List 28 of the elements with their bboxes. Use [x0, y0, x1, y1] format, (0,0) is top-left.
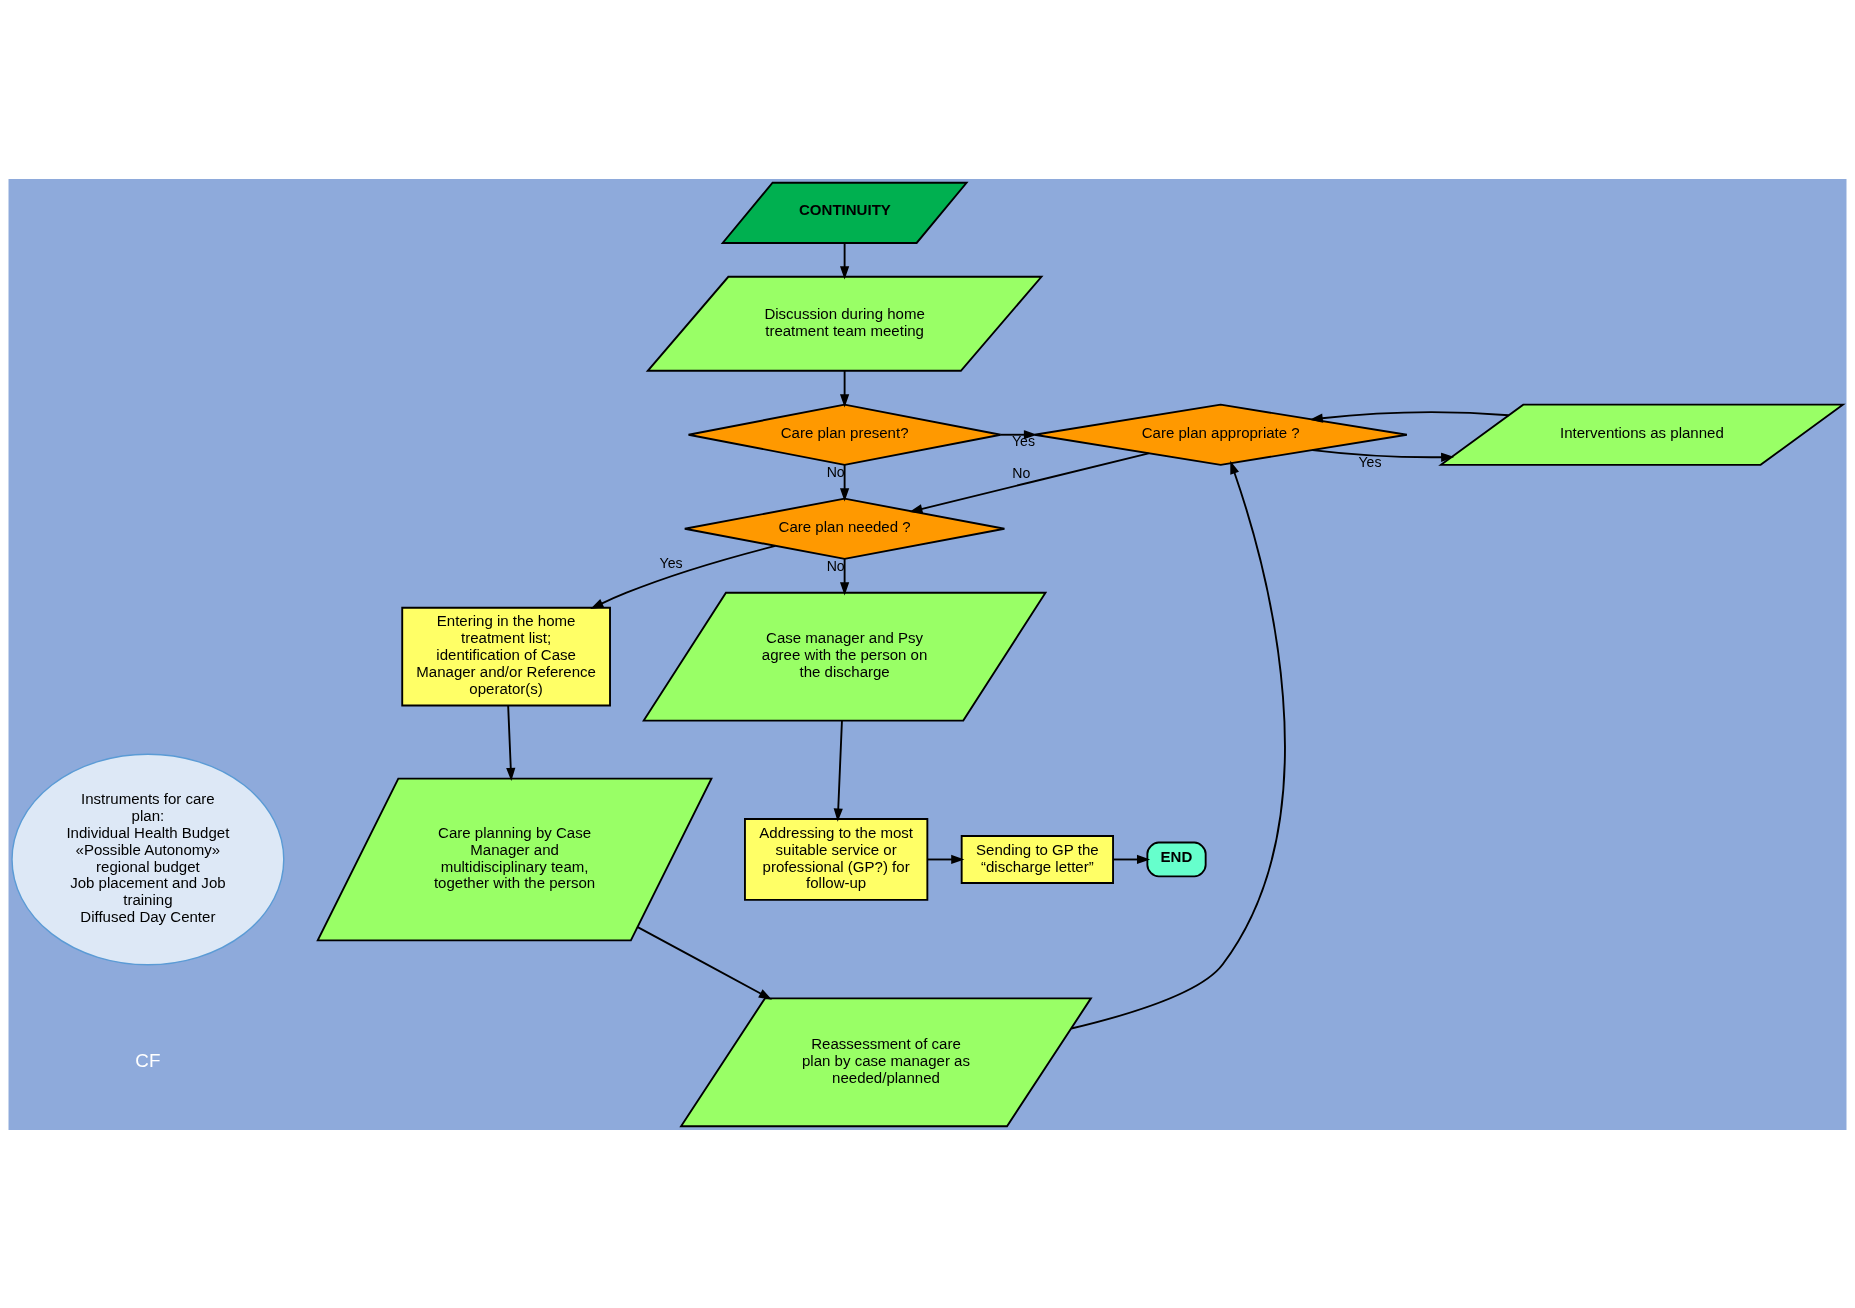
edge-label: No: [826, 557, 845, 574]
arrow: [926, 854, 965, 864]
arrow: [840, 369, 850, 407]
arrow: [1070, 460, 1286, 1029]
arrow: [1311, 448, 1455, 462]
node-diamond: Care plan present?: [687, 403, 1002, 466]
arrow: [1112, 854, 1151, 864]
arrow: [840, 557, 850, 595]
arrow: [506, 704, 516, 781]
node-box: Entering in the home treatment list; identification of Case Manager and/or Reference operator(s): [401, 606, 611, 706]
node-box: Addressing to the most suitable service or professional (GP?) for follow-up: [744, 817, 929, 901]
arrow: [1309, 410, 1510, 423]
node-diamond: Care plan needed ?: [683, 497, 1006, 560]
edge-label: Yes: [659, 554, 683, 571]
node-box: Sending to GP the “discharge letter”: [960, 834, 1114, 884]
arrow: [999, 429, 1038, 439]
edge-label: Yes: [1012, 432, 1036, 449]
arrow: [833, 719, 843, 822]
arrow: [636, 925, 772, 1000]
node-box: END: [1146, 841, 1207, 877]
arrow: [840, 463, 850, 501]
node-ellipse: Instruments for care plan: Individual Health Budget «Possible Autonomy» regional budget Job placement and Job training Diffused Day Center: [11, 753, 285, 965]
arrow: [840, 241, 850, 280]
arrow: [590, 544, 777, 609]
edge-label: No: [1012, 464, 1031, 481]
label: CF: [135, 1049, 161, 1071]
arrow: [909, 451, 1150, 513]
edge-label: No: [826, 463, 845, 480]
